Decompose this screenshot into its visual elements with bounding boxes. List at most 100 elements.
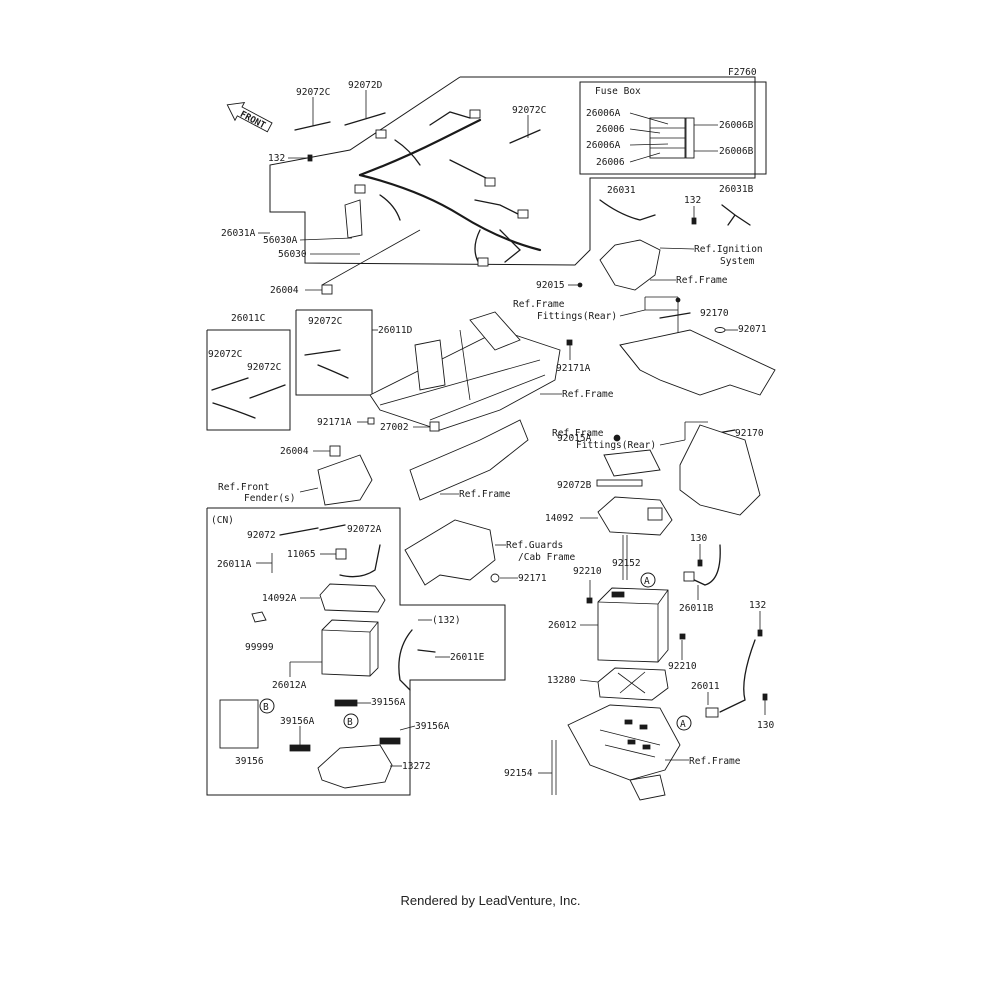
label-39156: 39156	[235, 756, 264, 767]
marker-b: B	[347, 717, 353, 728]
label-26031b: 26031B	[719, 184, 754, 195]
diagram-code: F2760	[728, 67, 757, 78]
label-ref-frame: Ref.Frame	[562, 389, 614, 400]
label-26012: 26012	[548, 620, 577, 631]
rear-bracket-panel	[619, 329, 776, 396]
label-56030a: 56030A	[263, 235, 298, 246]
label-92072d: 92072D	[348, 80, 383, 91]
label-ref-frame-fittings-rear: Fittings(Rear)	[537, 311, 617, 322]
front-fender-bracket	[317, 454, 373, 506]
strap-92170	[659, 312, 691, 319]
label-92210: 92210	[573, 566, 602, 577]
marker-b: B	[263, 702, 269, 713]
label-26011e: 26011E	[450, 652, 485, 663]
label-99999: 99999	[245, 642, 274, 653]
tray-support	[603, 449, 661, 477]
label-92015a: 92015A	[557, 433, 592, 444]
fuse-box-title: Fuse Box	[595, 86, 641, 97]
label-92072: 92072	[247, 530, 276, 541]
label-26004: 26004	[270, 285, 299, 296]
label-26006b: 26006B	[719, 120, 754, 131]
bracket-56030	[344, 199, 363, 239]
label-39156a: 39156A	[371, 697, 406, 708]
label-26004: 26004	[280, 446, 309, 457]
label-13272: 13272	[402, 761, 431, 772]
label-92072c: 92072C	[296, 87, 330, 98]
guards-cab-frame	[404, 519, 496, 586]
battery-cover-14092a	[319, 583, 386, 613]
label-92210: 92210	[668, 661, 697, 672]
label-92170: 92170	[700, 308, 729, 319]
label-92072c: 92072C	[208, 349, 242, 360]
label-ref-front-fender: Ref.Front	[218, 482, 269, 493]
label-ref-ignition: Ref.Ignition	[694, 244, 763, 255]
label-92072c: 92072C	[512, 105, 546, 116]
harness-26011c	[212, 402, 256, 419]
harness-26011	[719, 639, 756, 713]
frame-end	[629, 774, 666, 801]
label-92171a: 92171A	[556, 363, 591, 374]
ignition-harness-26031	[599, 199, 656, 221]
battery-box-cover-14092	[597, 496, 673, 536]
label-92072c: 92072C	[247, 362, 281, 373]
cable-tie-92072c	[294, 121, 331, 131]
label-92015: 92015	[536, 280, 565, 291]
label-26006b: 26006B	[719, 146, 754, 157]
label-13280: 13280	[547, 675, 576, 686]
harness-26031b	[721, 204, 751, 226]
label-92071: 92071	[738, 324, 767, 335]
label-ref-ignition-system: System	[720, 256, 755, 267]
label-ref-guards: Ref.Guards	[506, 540, 563, 551]
label-92154: 92154	[504, 768, 533, 779]
cable-tie-92072d	[344, 112, 386, 126]
label-ref-frame: Ref.Frame	[689, 756, 741, 767]
cn-inset-box	[206, 507, 506, 796]
harness-26011d	[317, 364, 349, 379]
label-130: 130	[690, 533, 707, 544]
label-26011: 26011	[691, 681, 720, 692]
harness-26011b	[689, 544, 721, 586]
footer-credit: Rendered by LeadVenture, Inc.	[400, 893, 581, 908]
label-sheet-39156	[219, 699, 259, 749]
harness-group-outline	[269, 76, 756, 266]
harness-26011a	[339, 544, 381, 578]
label-26011a: 26011A	[217, 559, 252, 570]
label-ref-cab-frame: /Cab Frame	[518, 552, 575, 563]
rear-frame-fitting	[679, 424, 761, 516]
label-132: 132	[268, 153, 285, 164]
label-92171a: 92171A	[317, 417, 352, 428]
front-arrow-icon: FRONT	[226, 102, 273, 133]
battery-26012	[597, 587, 669, 663]
label-92072a: 92072A	[347, 524, 382, 535]
label-92072c: 92072C	[308, 316, 342, 327]
label-ref-frame-fittings: Ref.Frame	[513, 299, 565, 310]
harness-26011e	[398, 629, 413, 691]
label-56030: 56030	[278, 249, 307, 260]
label-26012a: 26012A	[272, 680, 307, 691]
ignition-frame-bracket	[599, 239, 661, 291]
label-26006a: 26006A	[586, 140, 621, 151]
label-132-ref: (132)	[432, 615, 461, 626]
label-11065: 11065	[287, 549, 316, 560]
label-26006a: 26006A	[586, 108, 621, 119]
label-132: 132	[684, 195, 701, 206]
frame-crossmember	[409, 419, 529, 501]
label-26011b: 26011B	[679, 603, 714, 614]
label-92171: 92171	[518, 573, 547, 584]
label-26031a: 26031A	[221, 228, 256, 239]
label-ref-frame: Ref.Frame	[459, 489, 511, 500]
marker-a: A	[644, 576, 650, 587]
cable-tie-92072c	[509, 129, 541, 144]
label-92170: 92170	[735, 428, 764, 439]
label-26031: 26031	[607, 185, 636, 196]
label-14092: 14092	[545, 513, 574, 524]
label-26011d: 26011D	[378, 325, 413, 336]
label-ref-frame-fittings-rear: Fittings(Rear)	[576, 440, 656, 451]
main-wiring-harness	[354, 109, 542, 267]
label-14092a: 14092A	[262, 593, 297, 604]
label-92072b: 92072B	[557, 480, 592, 491]
label-39156a: 39156A	[415, 721, 450, 732]
label-26006: 26006	[596, 157, 625, 168]
cn-label: (CN)	[211, 515, 234, 526]
label-26006: 26006	[596, 124, 625, 135]
